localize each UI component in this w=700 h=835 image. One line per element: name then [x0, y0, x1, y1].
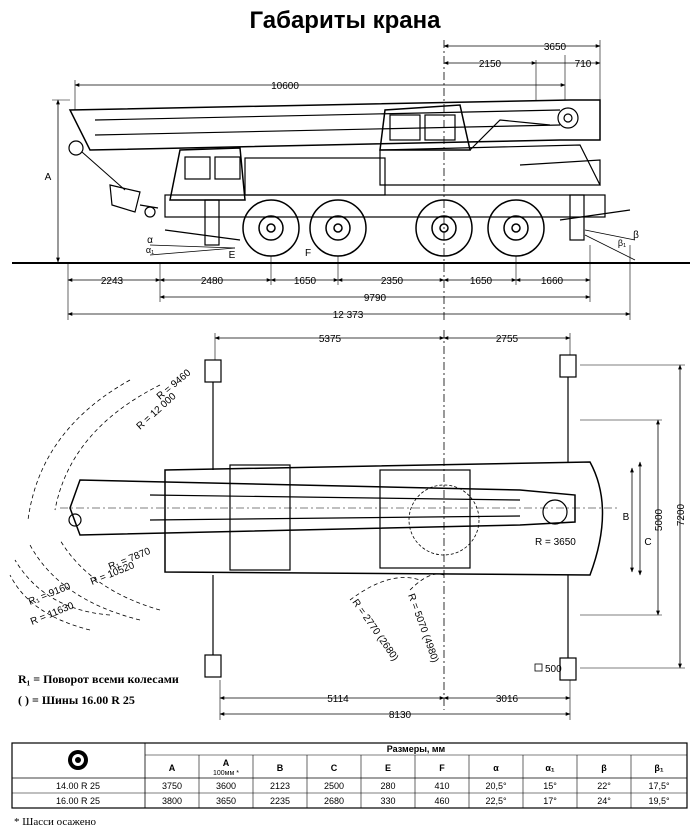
radius-2770: R = 2770 (2680): [350, 597, 401, 663]
dim-label-c: C: [644, 537, 651, 548]
front-outrigger: [204, 199, 220, 246]
angle-alpha: α: [147, 235, 153, 246]
tire-icon: [68, 750, 88, 770]
dim-2350: 2350: [381, 276, 404, 287]
dim-5114: 5114: [327, 694, 349, 705]
page-title: Габариты крана: [249, 7, 441, 34]
cell: 280: [380, 781, 395, 791]
dim-7200: 7200: [676, 503, 687, 526]
cell: 19,5°: [648, 796, 670, 806]
boom-head-sheave: [68, 140, 84, 156]
dim-2480: 2480: [201, 276, 224, 287]
col-header-alpha: α: [493, 763, 499, 773]
radius-3650: R = 3650: [535, 537, 576, 548]
legend-tires: ( ) = Шины 16.00 R 25: [18, 693, 135, 707]
top-view-labels: 5375 2755 B C 5000 7200 R = 9460 R = 12 …: [18, 334, 687, 721]
col-header-beta: β: [601, 763, 607, 773]
table-group-header: Размеры, мм: [387, 744, 446, 754]
cell: 2123: [270, 781, 290, 791]
boom-pivot: [557, 107, 579, 129]
chassis-outline: [164, 461, 604, 576]
table-footnote: * Шасси осажено: [14, 816, 97, 828]
cell: 17°: [543, 796, 557, 806]
dim-label-e: E: [229, 250, 236, 261]
dim-500: 500: [545, 664, 562, 675]
dim-2243: 2243: [101, 276, 124, 287]
chassis-frame: [164, 194, 606, 218]
top-view: [9, 330, 685, 720]
dim-1650-b: 1650: [470, 276, 493, 287]
cell: 2680: [324, 796, 344, 806]
col-header-b: B: [277, 763, 284, 773]
hook-block: [109, 184, 141, 213]
rear-outrigger: [569, 194, 585, 241]
cell: 20,5°: [485, 781, 507, 791]
col-header-c: C: [331, 763, 338, 773]
dim-10600: 10600: [271, 81, 299, 92]
top-boom: [69, 479, 576, 536]
turning-radii: [9, 379, 445, 631]
dim-5375: 5375: [319, 334, 342, 345]
carrier-cab: [169, 147, 246, 201]
angle-alpha1: α₁: [146, 245, 154, 255]
dim-2150: 2150: [479, 59, 502, 70]
col-header-alpha1: α₁: [545, 763, 555, 773]
side-view-labels: 3650 2150 710 10600 A E F α α₁ β β₁ 2243…: [45, 42, 639, 321]
radius-5070: R = 5070 (4980): [405, 592, 440, 664]
dim-8130: 8130: [389, 710, 412, 721]
side-view: [12, 40, 690, 320]
outriggers: [204, 354, 577, 681]
col-header-e: E: [385, 763, 391, 773]
dim-label-a: A: [45, 172, 52, 183]
cell: 3750: [162, 781, 182, 791]
cell: 22°: [597, 781, 611, 791]
dim-1660: 1660: [541, 276, 564, 287]
angle-beta: β: [633, 230, 639, 241]
cell: 2500: [324, 781, 344, 791]
cell: 410: [434, 781, 449, 791]
col-header-beta1: β₁: [654, 763, 663, 773]
dim-label-f: F: [305, 248, 311, 259]
dim-3016: 3016: [496, 694, 519, 705]
cell: 330: [380, 796, 395, 806]
cell: 22,5°: [485, 796, 507, 806]
dim-12373: 12 373: [333, 310, 364, 321]
cell: 17,5°: [648, 781, 670, 791]
row-tire: 16.00 R 25: [56, 796, 100, 806]
row-tire: 14.00 R 25: [56, 781, 100, 791]
dim-9790: 9790: [364, 293, 387, 304]
cell: 3600: [216, 781, 236, 791]
hook: [144, 206, 156, 218]
cell: 3800: [162, 796, 182, 806]
table-row: 14.00 R 25 3750 3600 2123 2500 280 410 2…: [56, 781, 670, 791]
dim-5000: 5000: [654, 508, 665, 531]
cell: 24°: [597, 796, 611, 806]
col-header-f: F: [439, 763, 445, 773]
col-header-a: A: [169, 763, 176, 773]
col-header-a-lowered: A: [223, 758, 230, 768]
cell: 2235: [270, 796, 290, 806]
dimensions-table: Размеры, мм A A 100мм * B C E F α α₁ β β…: [11, 742, 688, 828]
dim-label-b: B: [623, 512, 630, 523]
wheels: [242, 199, 545, 257]
legend-all-wheel-steer: R₁ = Поворот всеми колесами: [18, 672, 179, 686]
superstructure: [379, 144, 601, 186]
angle-beta1: β₁: [618, 238, 626, 248]
dim-710: 710: [575, 59, 592, 70]
cell: 15°: [543, 781, 557, 791]
dim-2755: 2755: [496, 334, 519, 345]
dim-1650-a: 1650: [294, 276, 317, 287]
crane-cab: [379, 104, 471, 151]
turntable: [542, 499, 568, 525]
cell: 460: [434, 796, 449, 806]
cell: 3650: [216, 796, 236, 806]
dim-3650: 3650: [544, 42, 567, 53]
boom: [68, 99, 601, 151]
table-row: 16.00 R 25 3800 3650 2235 2680 330 460 2…: [56, 796, 670, 806]
col-header-a-sub: 100мм *: [213, 770, 239, 777]
